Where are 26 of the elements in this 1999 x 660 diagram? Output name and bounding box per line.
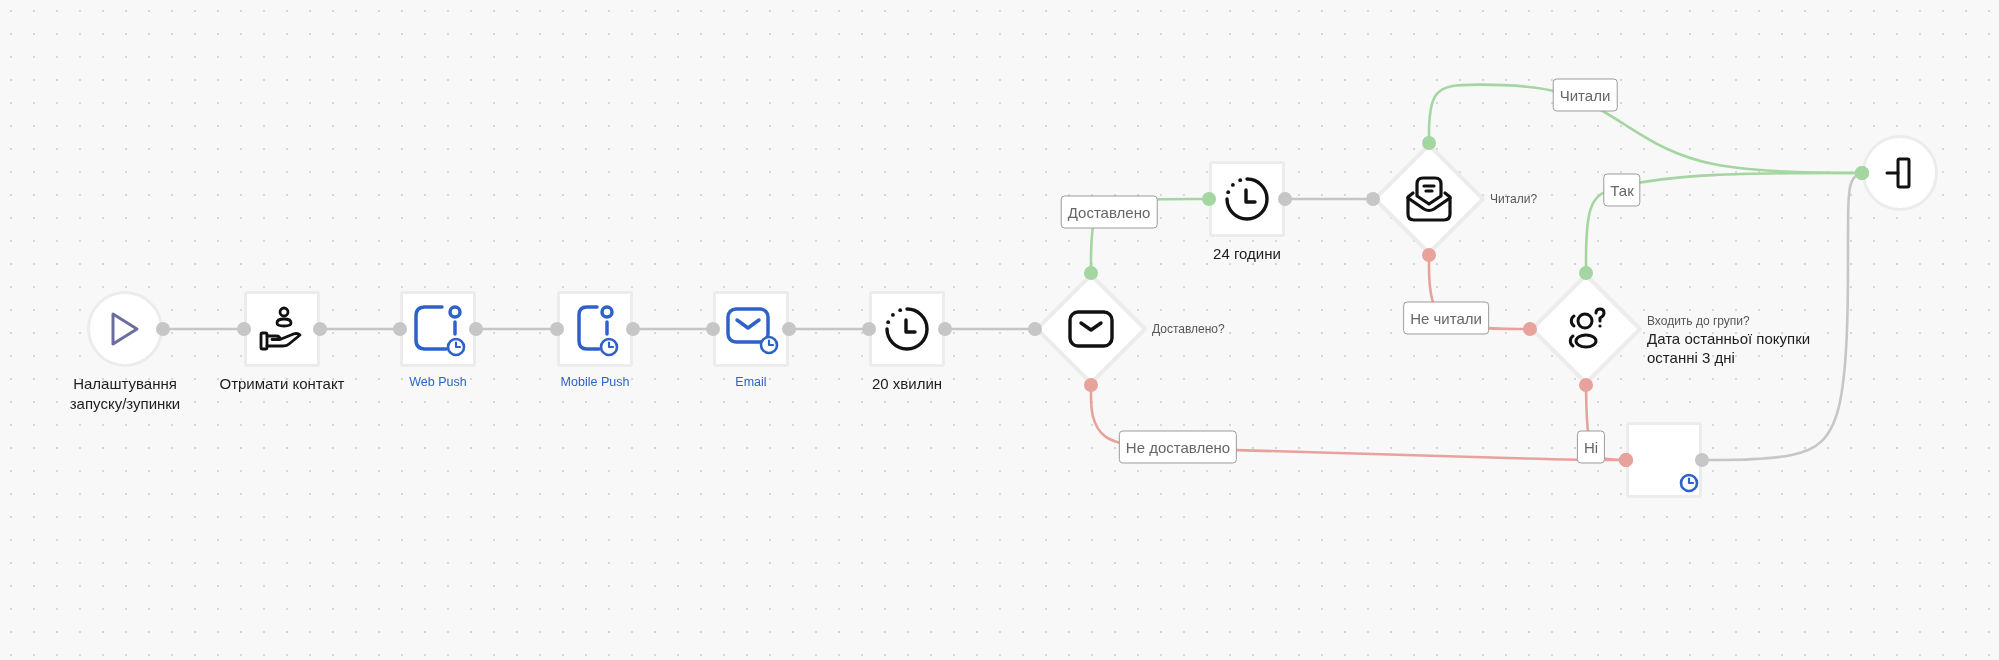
channel-label: Web Push [409,374,467,390]
step-label: 24 години [1213,244,1281,264]
condition-label: Доставлено? [1152,321,1225,337]
connector [313,322,407,336]
channel-label: Email [735,374,767,390]
step-label: Налаштування запуску/зупинки [68,374,182,414]
connector [782,322,876,336]
step-label: Отримати контакт [219,374,345,394]
connector [938,322,1042,336]
edge-label: Ні [1576,430,1606,464]
connector [469,322,564,336]
step-label: 20 хвилин [871,374,943,394]
edge-label: Так [1603,173,1641,207]
connector [156,322,251,336]
condition-detail: Дата останньої покупки останні 3 дні [1647,329,1812,367]
edge-label: Не доставлено [1118,430,1238,464]
condition-label: Входить до групи? [1647,313,1750,329]
condition-label: Читали? [1490,191,1538,207]
edge-label: Не читали [1403,301,1489,335]
connector [1278,192,1380,206]
edge-label: Доставлено [1060,195,1158,229]
step-box [1626,422,1702,498]
connector [626,322,720,336]
channel-label: Mobile Push [560,374,630,390]
edge-label: Читали [1552,78,1618,112]
connector [1579,166,1869,280]
